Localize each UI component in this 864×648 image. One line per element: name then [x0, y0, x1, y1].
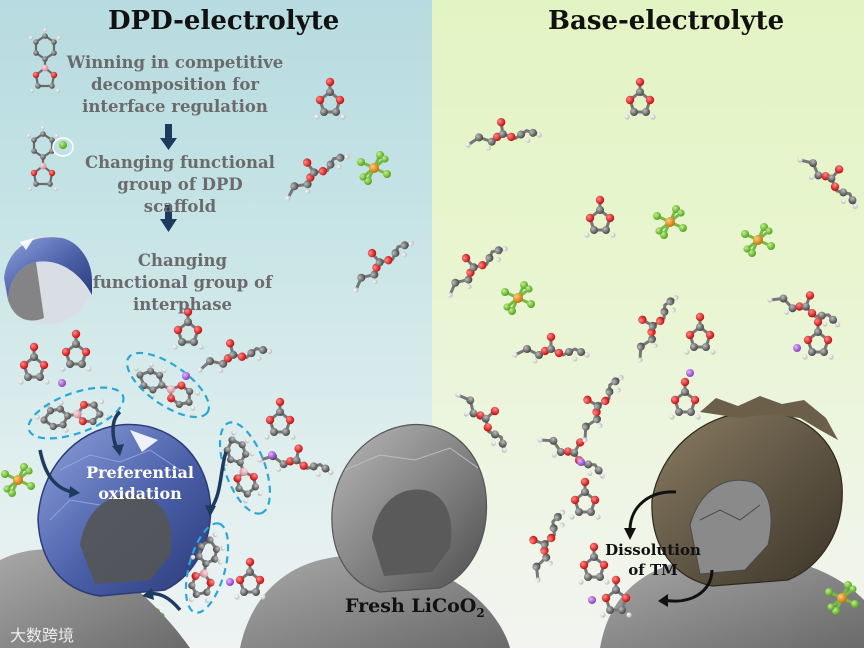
ec-molecule: [667, 376, 703, 422]
ec-molecule: [262, 396, 298, 442]
ec-molecule: [16, 341, 52, 387]
down-arrow-icon-1: [160, 124, 177, 150]
dissolution-tm-label: Dissolution of TM: [605, 541, 701, 579]
li-ion: [577, 458, 585, 466]
li-ion: [58, 379, 66, 387]
rock-left: [0, 549, 190, 648]
li-ion: [588, 596, 596, 604]
li-ion: [268, 451, 276, 459]
dec-molecule: [763, 276, 850, 335]
rock-right: [600, 554, 864, 648]
step-interphase: Changing functional group of interphase: [92, 251, 273, 314]
ec-molecule: [682, 311, 718, 357]
cycle-arrows-icon: [38, 410, 228, 612]
fresh-licoo2-label: Fresh LiCoO2: [345, 595, 485, 620]
ec-molecule: [567, 476, 603, 522]
li-ion: [182, 372, 190, 380]
ec-molecule: [582, 194, 618, 240]
ec-molecule: [622, 76, 658, 122]
base-electrolyte-title: Base-electrolyte: [548, 6, 785, 36]
dec-molecule: [460, 111, 545, 156]
pf6-anion: [499, 279, 537, 317]
pf6-anion: [651, 203, 689, 241]
dec-molecule: [190, 327, 276, 381]
dec-molecule: [791, 139, 864, 216]
dec-molecule: [514, 500, 573, 587]
fresh-licoo2-cathode: [331, 423, 488, 593]
dec-molecule: [510, 331, 592, 365]
pf6-anion: [355, 149, 393, 187]
dissolution-arrows-icon: [624, 490, 714, 607]
ec-molecule: [58, 328, 94, 374]
preferential-oxidation-label: Preferential oxidation: [86, 463, 194, 503]
dec-molecule: [271, 135, 356, 208]
watermark-text: 大数跨境: [10, 626, 75, 645]
dec-molecule: [338, 223, 421, 300]
dec-molecule: [617, 282, 687, 368]
step-dpd-scaffold: Changing functional group of DPD scaffol…: [85, 153, 275, 216]
interphase-sphere-icon: [4, 236, 92, 324]
pf6-anion: [0, 461, 37, 499]
cei-coated-cathode: [37, 423, 212, 597]
li-ion: [793, 344, 801, 352]
fresh-label-subscript: 2: [476, 605, 485, 620]
dec-molecule: [532, 417, 618, 487]
degraded-cathode: [651, 396, 843, 587]
ec-molecule: [312, 76, 348, 122]
adsorbed-dpd-cluster: [27, 351, 272, 614]
dpd-f-molecule-icon-step2: [25, 124, 74, 193]
li-ion: [686, 369, 694, 377]
dec-molecule: [432, 228, 515, 305]
dpd-electrolyte-title: DPD-electrolyte: [108, 6, 340, 36]
ec-molecule: [232, 556, 268, 602]
down-arrow-icon-2: [160, 205, 177, 232]
li-ion: [226, 578, 234, 586]
dpd-molecule-icon-step1: [27, 26, 63, 95]
fresh-label-main: Fresh LiCoO: [345, 595, 477, 617]
ec-molecule: [800, 316, 836, 362]
step-competitive-decomposition: Winning in competitive decomposition for…: [66, 53, 284, 116]
dec-molecule: [562, 362, 632, 448]
pf6-anion: [739, 221, 777, 259]
